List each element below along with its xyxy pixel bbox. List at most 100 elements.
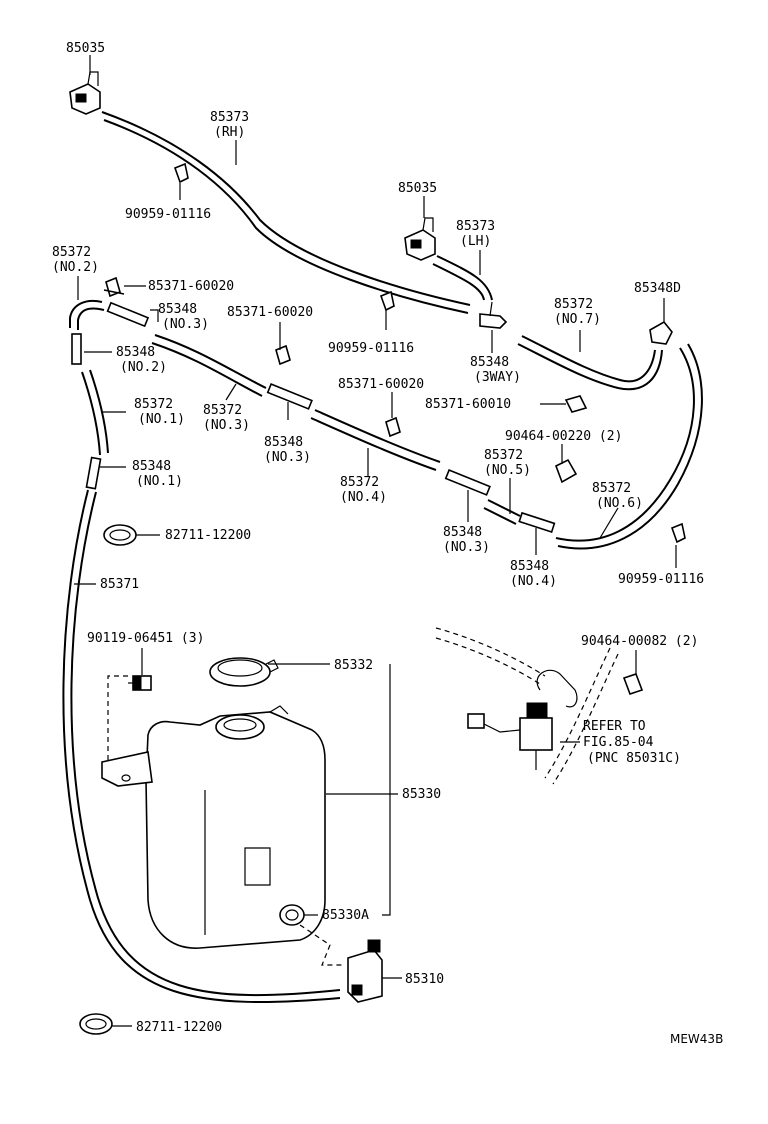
- label-tank: 85330: [402, 787, 441, 802]
- hose-no3-inner: [151, 342, 263, 397]
- label-joint-3way-num: 85348: [470, 355, 509, 370]
- label-hose-no4-num: 85372: [340, 475, 379, 490]
- label-hose-lh-sub: (LH): [460, 234, 491, 249]
- label-joint-d: 85348D: [634, 281, 681, 296]
- label-joint-no3-a-num: 85348: [158, 302, 197, 317]
- label-joint-no3-b-sub: (NO.3): [264, 450, 311, 465]
- label-joint-no3-a-sub: (NO.3): [162, 317, 209, 332]
- label-clip-90464-220: 90464-00220 (2): [505, 429, 622, 444]
- label-hose-no1-num: 85372: [134, 397, 173, 412]
- label-joint-no1-num: 85348: [132, 459, 171, 474]
- cap: [209, 657, 279, 687]
- hose-rh-inner: [103, 119, 469, 314]
- diagram-code: MEW43B: [670, 1032, 723, 1046]
- label-refer-1: REFER TO: [583, 719, 646, 734]
- hose-no4: [314, 409, 441, 463]
- nozzle-rh: [69, 71, 101, 115]
- label-clip-9095-b: 90959-01116: [328, 341, 414, 356]
- joint-no4: [518, 511, 556, 534]
- clamp-82711-b: [79, 1013, 113, 1035]
- joint-no3-b: [266, 383, 313, 410]
- label-joint-no3-c-sub: (NO.3): [443, 540, 490, 555]
- label-hose-rh-sub: (RH): [214, 125, 245, 140]
- label-clamp-60010: 85371-60010: [425, 397, 511, 412]
- tank: [101, 705, 326, 949]
- clamp-60020-c: [385, 416, 401, 438]
- pump: [347, 939, 383, 1003]
- label-clamp-82711-b: 82711-12200: [136, 1020, 222, 1035]
- label-hose-no7-num: 85372: [554, 297, 593, 312]
- label-refer-2: FIG.85-04: [583, 735, 654, 750]
- label-hose-main: 85371: [100, 577, 139, 592]
- clamp-60010: [564, 395, 588, 413]
- hose-no2: [69, 299, 103, 328]
- clip-9095-b: [379, 290, 395, 312]
- joint-3way: [479, 301, 508, 329]
- label-pump: 85310: [405, 972, 444, 987]
- joint-d: [649, 320, 673, 345]
- label-hose-no2-num: 85372: [52, 245, 91, 260]
- label-clip-9095-c: 90959-01116: [618, 572, 704, 587]
- label-joint-no3-b-num: 85348: [264, 435, 303, 450]
- label-clamp-60020-a: 85371-60020: [148, 279, 234, 294]
- hose-main-inner: [70, 491, 341, 997]
- clips: [103, 162, 686, 696]
- label-hose-no7-sub: (NO.7): [554, 312, 601, 327]
- hose-lh-inner: [432, 263, 485, 301]
- label-clip-90464-82: 90464-00082 (2): [581, 634, 698, 649]
- hose-no3: [154, 334, 267, 389]
- clip-9095-c: [670, 522, 686, 544]
- label-grommet: 85330A: [322, 908, 369, 923]
- label-nozzle-rh: 85035: [66, 41, 105, 56]
- label-cap: 85332: [334, 658, 373, 673]
- label-hose-no3-num: 85372: [203, 403, 242, 418]
- grommet-dash: [299, 924, 345, 966]
- hose-no1: [81, 371, 101, 456]
- label-clamp-82711-a: 82711-12200: [165, 528, 251, 543]
- label-bolt: 90119-06451 (3): [87, 631, 204, 646]
- label-clamp-60020-b: 85371-60020: [227, 305, 313, 320]
- label-hose-no5-num: 85372: [484, 448, 523, 463]
- hoses: [62, 111, 703, 1004]
- grommet: [279, 904, 305, 926]
- hose-no1-inner: [89, 369, 109, 454]
- label-refer-3: (PNC 85031C): [587, 751, 681, 766]
- hose-no5: [487, 499, 521, 517]
- label-hose-no6-num: 85372: [592, 481, 631, 496]
- label-joint-3way-sub: (3WAY): [474, 370, 521, 385]
- hose-no7: [521, 335, 656, 383]
- clip-90464-82: [622, 672, 644, 696]
- clamp-60020-b: [275, 344, 291, 366]
- label-nozzle-lh: 85035: [398, 181, 437, 196]
- clip-90464-220: [554, 458, 578, 484]
- label-joint-no4-num: 85348: [510, 559, 549, 574]
- clip-9095-a: [173, 162, 189, 184]
- hose-lh: [436, 255, 493, 301]
- nozzle-lh: [404, 217, 436, 261]
- clamp-82711-a: [103, 524, 137, 546]
- leader-lines: [74, 55, 677, 1027]
- clamp-60020-a: [103, 276, 125, 298]
- label-hose-no4-sub: (NO.4): [340, 490, 387, 505]
- label-joint-no1-sub: (NO.1): [136, 474, 183, 489]
- ref-valve: [467, 702, 553, 770]
- label-joint-no4-sub: (NO.4): [510, 574, 557, 589]
- hose-no4-inner: [310, 417, 437, 471]
- label-clamp-60020-c: 85371-60020: [338, 377, 424, 392]
- hose-rh: [101, 111, 471, 306]
- joint-no3-c: [444, 469, 491, 496]
- label-hose-no5-sub: (NO.5): [484, 463, 531, 478]
- label-hose-rh-num: 85373: [210, 110, 249, 125]
- label-joint-no3-c-num: 85348: [443, 525, 482, 540]
- bolt: [128, 675, 152, 691]
- bolt-dash: [107, 675, 128, 760]
- hose-no7-inner: [517, 343, 663, 391]
- label-joint-no2-sub: (NO.2): [120, 360, 167, 375]
- joint-no1: [85, 456, 102, 490]
- label-hose-lh-num: 85373: [456, 219, 495, 234]
- hose-no5-inner: [483, 507, 517, 525]
- label-hose-no2-sub: (NO.2): [52, 260, 99, 275]
- ref-lines: [435, 627, 619, 785]
- joint-no2: [71, 333, 82, 365]
